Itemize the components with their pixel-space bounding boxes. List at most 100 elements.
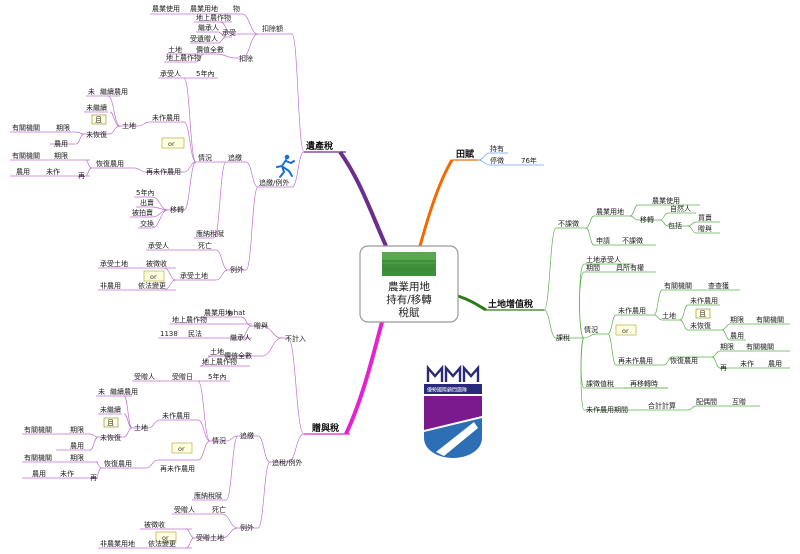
land-tax-spouse: 配偶間 bbox=[696, 397, 717, 406]
inh-or2: or bbox=[150, 273, 157, 281]
inh-expropriated: 被徵收 bbox=[146, 259, 167, 268]
gift-not-made: 未作 bbox=[60, 469, 74, 478]
inh-receiver-land: 承受土地 bbox=[100, 259, 128, 268]
gift-title: 贈與稅 bbox=[312, 422, 339, 434]
land-tax-mutual: 互贈 bbox=[732, 397, 746, 406]
central-topic: 農業用地 持有/移轉 稅賦 bbox=[359, 245, 459, 323]
gift-restore-ag: 恢復農用 bbox=[104, 459, 132, 468]
land-tax-apply: 申請 bbox=[596, 236, 610, 245]
land-tax-period: 期間 bbox=[586, 264, 600, 272]
inh-cond: 情況 bbox=[198, 153, 212, 162]
gift-tax-recover: 應納稅賦 bbox=[194, 491, 222, 500]
inh-non-ag: 非農用 bbox=[100, 281, 121, 290]
branch-inheritance bbox=[338, 150, 388, 247]
inh-ag-use: 農業使用 bbox=[152, 4, 180, 13]
gift-civil: 民法 bbox=[188, 329, 202, 338]
field-tax-year: 76年 bbox=[521, 156, 537, 165]
inh-cont-use: 繼續農用 bbox=[100, 87, 128, 96]
land-tax-and: 且 bbox=[699, 310, 706, 318]
runner-icon bbox=[276, 154, 295, 178]
land-tax-natural: 自然人 bbox=[670, 204, 691, 213]
land-tax-no-tax: 不課徵 bbox=[558, 219, 579, 228]
inh-deadline: 期限 bbox=[56, 123, 70, 132]
land-tax-receiver: 土地承受人 bbox=[586, 255, 621, 264]
gift-crop2: 地上農作物 bbox=[202, 357, 237, 366]
land-tax-relevant3: 有關機關 bbox=[746, 342, 774, 351]
gift-not: 未 bbox=[98, 387, 105, 396]
inh-restore-ag: 恢復農用 bbox=[96, 159, 124, 168]
land-tax-again-transfer: 再移轉時 bbox=[630, 379, 658, 388]
gift-value-full: 價值全數 bbox=[224, 351, 252, 360]
inh-ag-use2: 農用 bbox=[54, 139, 68, 148]
gift-by-law: 依法變更 bbox=[148, 539, 176, 548]
gift-gift-day: 受贈日 bbox=[172, 372, 193, 381]
inh-legatee: 受遺贈人 bbox=[190, 34, 218, 43]
gift-not-restore: 未恢復 bbox=[100, 433, 121, 442]
land-tax-not-restore: 未恢復 bbox=[690, 321, 711, 330]
inh-or-box bbox=[161, 137, 185, 149]
gift-cond: 情況 bbox=[212, 436, 226, 445]
land-tax-again-not-ag: 再未作農用 bbox=[618, 356, 653, 365]
gift-relevant2: 有關機關 bbox=[24, 453, 52, 462]
branch-field-tax bbox=[418, 159, 454, 247]
main-branches bbox=[338, 150, 487, 435]
inh-not: 未 bbox=[88, 87, 95, 96]
gift-not-ag: 未作農用 bbox=[162, 411, 190, 420]
land-tax-land: 土地 bbox=[662, 311, 676, 320]
inh-not-restore: 未恢復 bbox=[86, 130, 107, 139]
gift-non-ag: 非農業用地 bbox=[100, 539, 135, 548]
gift-recover: 追稅/例外 bbox=[272, 458, 302, 467]
gift-five-years: 5年內 bbox=[208, 372, 226, 381]
gift-exception: 例外 bbox=[240, 523, 254, 532]
inh-receiver: 承受人 bbox=[160, 69, 181, 78]
inh-again: 再 bbox=[78, 172, 85, 180]
inh-not-ag: 未作農用 bbox=[152, 113, 180, 122]
gift-land: 土地 bbox=[210, 347, 224, 356]
inh-relevant: 有關機關 bbox=[12, 123, 40, 132]
field-tax-stop: 停徵 bbox=[490, 156, 504, 165]
land-tax-deadline2: 期限 bbox=[720, 342, 734, 351]
land-tax-title: 土地增值稅 bbox=[488, 298, 533, 310]
gift-ag-land: 農業用地 bbox=[204, 308, 232, 317]
gift-receiver2: 受贈人 bbox=[174, 505, 195, 514]
inh-not-cont: 未繼續 bbox=[86, 103, 107, 112]
land-tax-check: 查查獲 bbox=[708, 281, 729, 290]
land-tax-cond: 情況 bbox=[584, 325, 598, 334]
land-tax-restore-ag: 恢復農用 bbox=[670, 356, 698, 365]
center-line-1: 農業用地 bbox=[388, 280, 430, 293]
inh-or: or bbox=[168, 140, 175, 148]
gift-again: 再 bbox=[90, 474, 97, 482]
gift-deadline: 期限 bbox=[70, 425, 84, 434]
gift-heir-n: 1138 bbox=[160, 330, 178, 338]
land-tax-ag-use2: 農用 bbox=[730, 331, 744, 340]
inheritance-title: 遺產稅 bbox=[305, 140, 333, 152]
inh-auctioned: 被拍賣 bbox=[132, 208, 153, 217]
land-tax-and-box bbox=[695, 308, 711, 319]
company-logo: 優勢國際顧問團隊 bbox=[410, 362, 496, 460]
gift-heir: 繼承人 bbox=[230, 333, 251, 342]
gift-receiver-land: 受贈土地 bbox=[196, 533, 224, 542]
gift-not-cont: 未繼續 bbox=[100, 405, 121, 414]
gift-cont-use: 繼續農用 bbox=[110, 387, 138, 396]
gift-ag-use: 農用 bbox=[70, 441, 84, 450]
land-tax-value-tax: 課徵值稅 bbox=[586, 379, 614, 388]
inh-or2-box bbox=[143, 270, 165, 282]
gift-recover2: 追繳 bbox=[240, 431, 254, 440]
inh-land2: 土地 bbox=[122, 121, 136, 130]
land-tax-or: or bbox=[622, 327, 629, 335]
center-line-3: 稅賦 bbox=[399, 307, 420, 319]
land-tax-combined: 合計計算 bbox=[648, 401, 676, 410]
gift-or-box bbox=[171, 442, 193, 454]
land-tax-not-made: 未作 bbox=[740, 359, 754, 368]
land-tax-transfer: 移轉 bbox=[640, 215, 654, 224]
field-tax-title: 田賦 bbox=[456, 148, 474, 160]
inh-receiver2: 承受人 bbox=[148, 241, 169, 250]
logo-text: 優勢國際顧問團隊 bbox=[427, 387, 467, 394]
gift-label: 贈與 bbox=[254, 321, 268, 330]
land-tax-ag-use: 農業使用 bbox=[652, 196, 680, 205]
land-tax-buy-sell: 買賣 bbox=[698, 213, 712, 222]
inh-land: 土地 bbox=[168, 45, 182, 54]
gift-what: what bbox=[228, 309, 245, 317]
gift-crop: 地上農作物 bbox=[172, 315, 207, 324]
